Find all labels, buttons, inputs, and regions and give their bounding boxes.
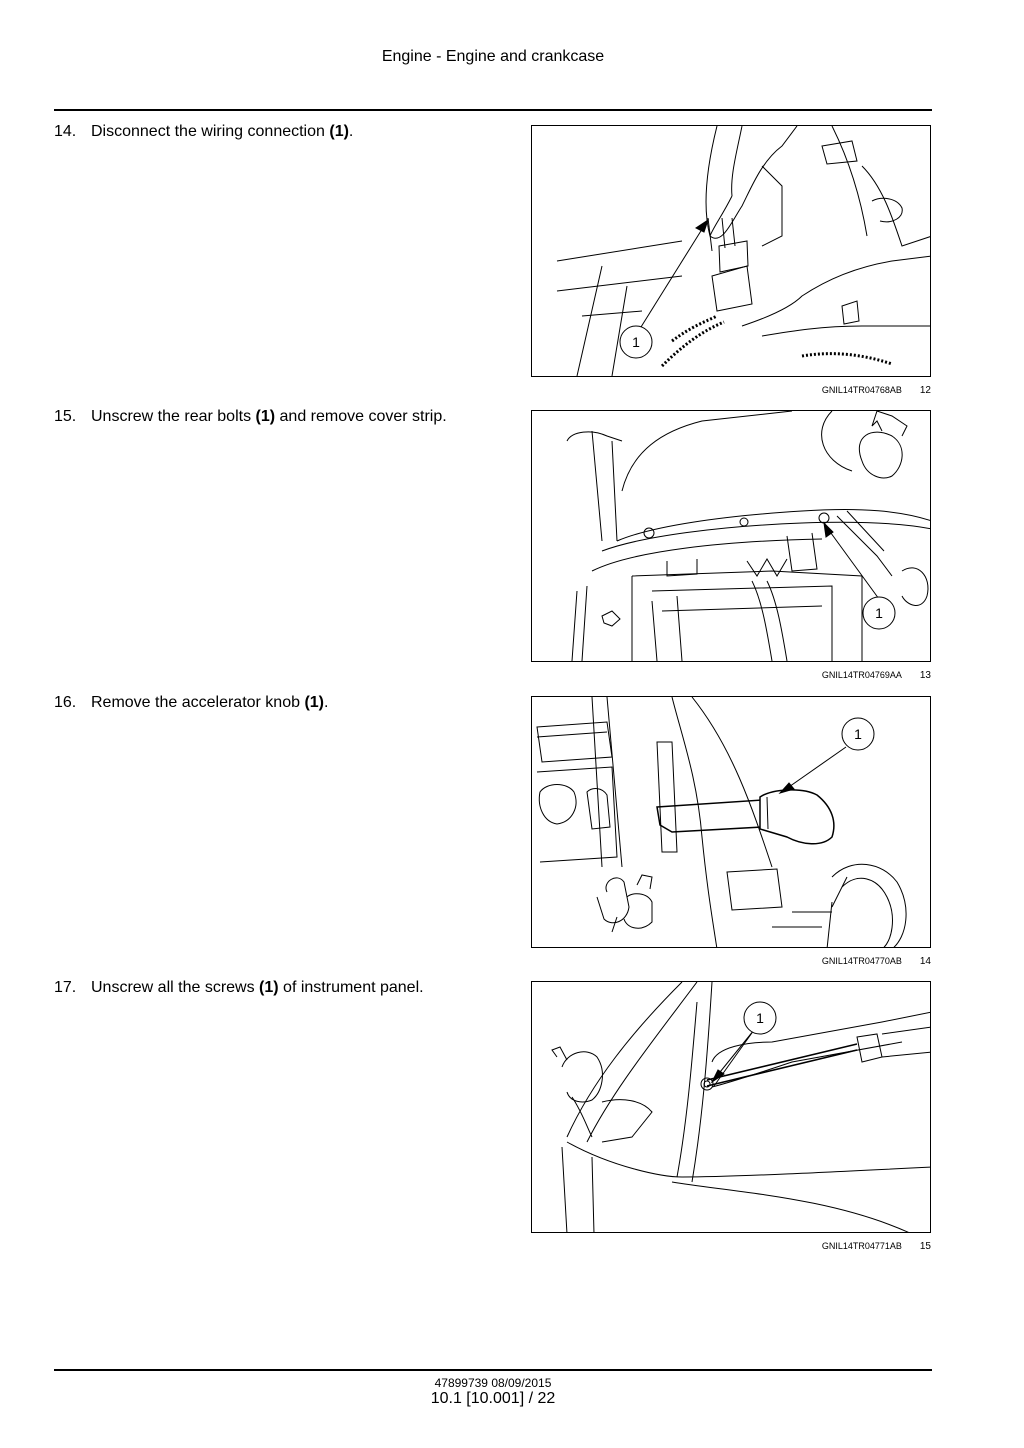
figure-14-accelerator-knob: 1 bbox=[531, 696, 931, 948]
footer-page-ref: 10.1 [10.001] / 22 bbox=[430, 1390, 556, 1407]
step-16: 16. Remove the accelerator knob (1). bbox=[54, 693, 328, 713]
figure-caption: GNIL14TR04768AB 12 bbox=[531, 384, 931, 397]
figure-13-rear-bolts: 1 bbox=[531, 410, 931, 662]
step-text-end: of instrument panel. bbox=[278, 979, 424, 996]
step-text: Unscrew all the screws bbox=[91, 979, 260, 996]
step-text: Unscrew the rear bolts bbox=[91, 408, 256, 425]
figure-number: 15 bbox=[919, 1241, 931, 1252]
figure-code: GNIL14TR04771AB bbox=[821, 1241, 902, 1251]
step-17: 17. Unscrew all the screws (1) of instrum… bbox=[54, 978, 424, 998]
figure-callout: 1 bbox=[632, 334, 640, 350]
figure-callout: 1 bbox=[875, 605, 883, 621]
figure-callout: 1 bbox=[756, 1010, 764, 1026]
figure-15-instrument-panel-screws: 1 bbox=[531, 981, 931, 1233]
step-text: Disconnect the wiring connection bbox=[91, 123, 330, 140]
step-ref: (1) bbox=[304, 694, 325, 711]
step-number: 17. bbox=[54, 979, 77, 996]
figure-number: 12 bbox=[919, 385, 931, 396]
step-text-end: and remove cover strip. bbox=[275, 408, 447, 425]
figure-caption: GNIL14TR04770AB 14 bbox=[531, 955, 931, 968]
step-14: 14. Disconnect the wiring connection (1). bbox=[54, 122, 353, 142]
page-header-title: Engine - Engine and crankcase bbox=[381, 48, 605, 65]
figure-callout: 1 bbox=[854, 726, 862, 742]
step-number: 16. bbox=[54, 694, 77, 711]
figure-caption: GNIL14TR04771AB 15 bbox=[531, 1240, 931, 1253]
step-ref: (1) bbox=[259, 979, 279, 996]
header-rule bbox=[54, 109, 932, 111]
step-text-end: . bbox=[348, 123, 354, 140]
figure-12-wiring-connection: 1 bbox=[531, 125, 931, 377]
figure-code: GNIL14TR04769AA bbox=[821, 670, 902, 680]
figure-number: 14 bbox=[919, 956, 931, 967]
footer-doc-info: 47899739 08/09/2015 bbox=[434, 1376, 552, 1390]
footer-rule bbox=[54, 1369, 932, 1371]
step-number: 15. bbox=[54, 408, 77, 425]
step-15: 15. Unscrew the rear bolts (1) and remove… bbox=[54, 407, 447, 427]
step-ref: (1) bbox=[255, 408, 276, 425]
figure-number: 13 bbox=[919, 670, 931, 681]
figure-caption: GNIL14TR04769AA 13 bbox=[531, 669, 931, 682]
figure-code: GNIL14TR04770AB bbox=[821, 956, 902, 966]
step-number: 14. bbox=[54, 123, 77, 140]
step-text-end: . bbox=[324, 694, 329, 711]
step-ref: (1) bbox=[329, 123, 349, 140]
figure-code: GNIL14TR04768AB bbox=[821, 385, 902, 395]
step-text: Remove the accelerator knob bbox=[91, 694, 305, 711]
